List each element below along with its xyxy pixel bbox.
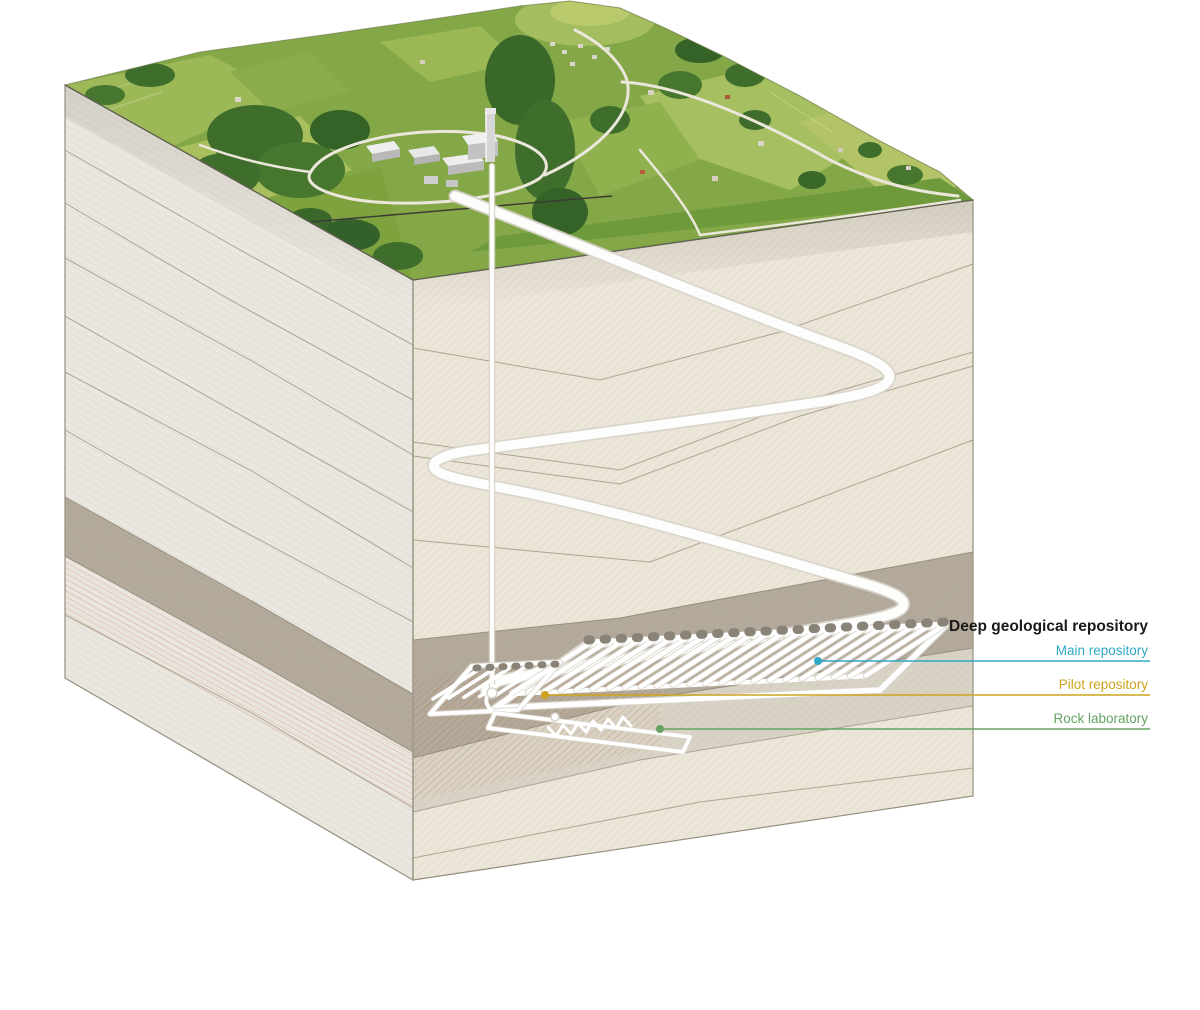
pilot-repository-tick-row <box>472 660 562 672</box>
surface-facility <box>366 108 498 187</box>
pilot-repository-marker-dot <box>541 691 549 699</box>
left-rock-face <box>64 83 414 882</box>
pilot-repository <box>430 662 560 714</box>
legend: Deep geological repository Main reposito… <box>541 618 1150 733</box>
left-face-hatching <box>65 85 413 880</box>
right-face-top-shadow <box>413 200 973 312</box>
rock-laboratory-marker-dot <box>656 725 664 733</box>
main-repository-tick-row <box>583 617 951 645</box>
rock-laboratory-zigzag <box>546 715 633 738</box>
farm-buildings <box>235 60 911 181</box>
shaft-headframe-tower <box>486 112 495 162</box>
main-repository <box>495 617 951 708</box>
railway-line <box>309 195 613 223</box>
roads <box>198 28 962 237</box>
main-repository-label: Main repository <box>1056 643 1149 658</box>
legend-title: Deep geological repository <box>949 618 1148 635</box>
pilot-repository-label: Pilot repository <box>1059 677 1149 692</box>
left-face-top-shadow <box>65 85 413 312</box>
hill-village <box>550 42 610 66</box>
shaft-bottom-dot <box>486 687 498 699</box>
landscape-outline <box>63 0 975 281</box>
main-repository-marker-dot <box>814 657 822 665</box>
underground-structures <box>430 162 951 752</box>
tunnel-junction-dot <box>550 712 560 722</box>
left-face-strata-lines <box>64 149 414 809</box>
rock-laboratory-label: Rock laboratory <box>1053 711 1148 726</box>
top-front-edges <box>64 84 974 281</box>
